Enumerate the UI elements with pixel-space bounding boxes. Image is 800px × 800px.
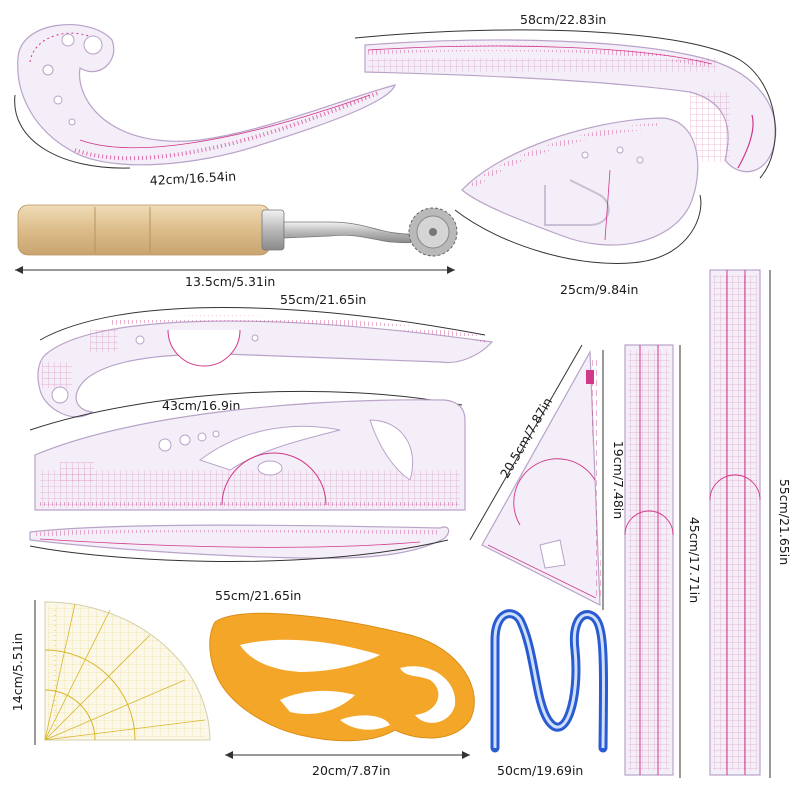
armhole-curve-25-ruler xyxy=(461,117,699,246)
protractor-dimension-label: 14cm/5.51in xyxy=(10,633,25,711)
vary-form-curve-43-dimension-line xyxy=(29,390,463,431)
french-curve-42-dimension-label: 42cm/16.54in xyxy=(149,168,236,187)
styling-curve-55-dimension-line xyxy=(39,307,486,341)
vary-form-curve-43-dimension-label: 43cm/16.9in xyxy=(162,398,240,413)
french-curve-42-ruler xyxy=(17,23,396,166)
thin-curve-55-dimension-line xyxy=(29,539,449,562)
tracing-wheel-tool xyxy=(17,204,458,257)
triangle-ruler xyxy=(481,349,601,606)
thin-curve-55-ruler xyxy=(29,524,450,559)
armhole-curve-25-dimension-line xyxy=(454,194,702,264)
tracing-wheel-dimension-label: 13.5cm/5.31in xyxy=(185,274,275,289)
hip-curve-58-dimension-line xyxy=(354,29,776,179)
protractor xyxy=(44,601,211,741)
orange-curve-dimension-label: 20cm/7.87in xyxy=(312,763,390,778)
french-curve-42-dimension-line xyxy=(14,94,131,169)
hip-curve-58-dimension-label: 58cm/22.83in xyxy=(520,12,606,27)
styling-curve-55-ruler xyxy=(37,315,494,418)
styling-curve-55-dimension-label: 55cm/21.65in xyxy=(280,292,366,307)
straight-ruler-45-dimension-label: 45cm/17.71in xyxy=(687,517,702,603)
triangle-slant-dimension-line xyxy=(469,344,583,541)
thin-curve-55-dimension-label: 55cm/21.65in xyxy=(215,588,301,603)
flexible-curve xyxy=(490,609,608,753)
orange-french-curve xyxy=(209,612,475,742)
straight-ruler-45 xyxy=(624,344,674,776)
straight-ruler-55 xyxy=(709,269,761,776)
armhole-curve-25-dimension-label: 25cm/9.84in xyxy=(560,282,638,297)
triangle-side-dimension-label: 19cm/7.48in xyxy=(611,441,626,519)
flexible-curve-dimension-label: 50cm/19.69in xyxy=(497,763,583,778)
vary-form-curve-43-ruler xyxy=(34,399,466,511)
straight-ruler-55-dimension-label: 55cm/21.65in xyxy=(777,479,792,565)
